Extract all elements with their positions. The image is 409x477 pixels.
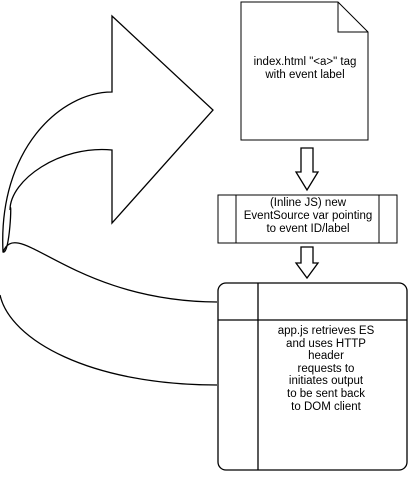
return-curve	[2, 242, 218, 303]
curved-arrow	[2, 14, 214, 253]
process-node[interactable]	[217, 194, 398, 244]
table-node-label: app.js retrieves ES and uses HTTP header…	[277, 325, 375, 413]
down-arrow-1	[294, 147, 320, 192]
table-node[interactable]	[217, 282, 408, 471]
down-arrow-2	[294, 246, 320, 280]
document-node[interactable]	[240, 1, 369, 141]
return-curve-outer	[0, 294, 218, 386]
process-node-label: (Inline JS) new EventSource var pointing…	[243, 197, 373, 235]
document-node-label: index.html "<a>" tag with event label	[253, 56, 357, 81]
